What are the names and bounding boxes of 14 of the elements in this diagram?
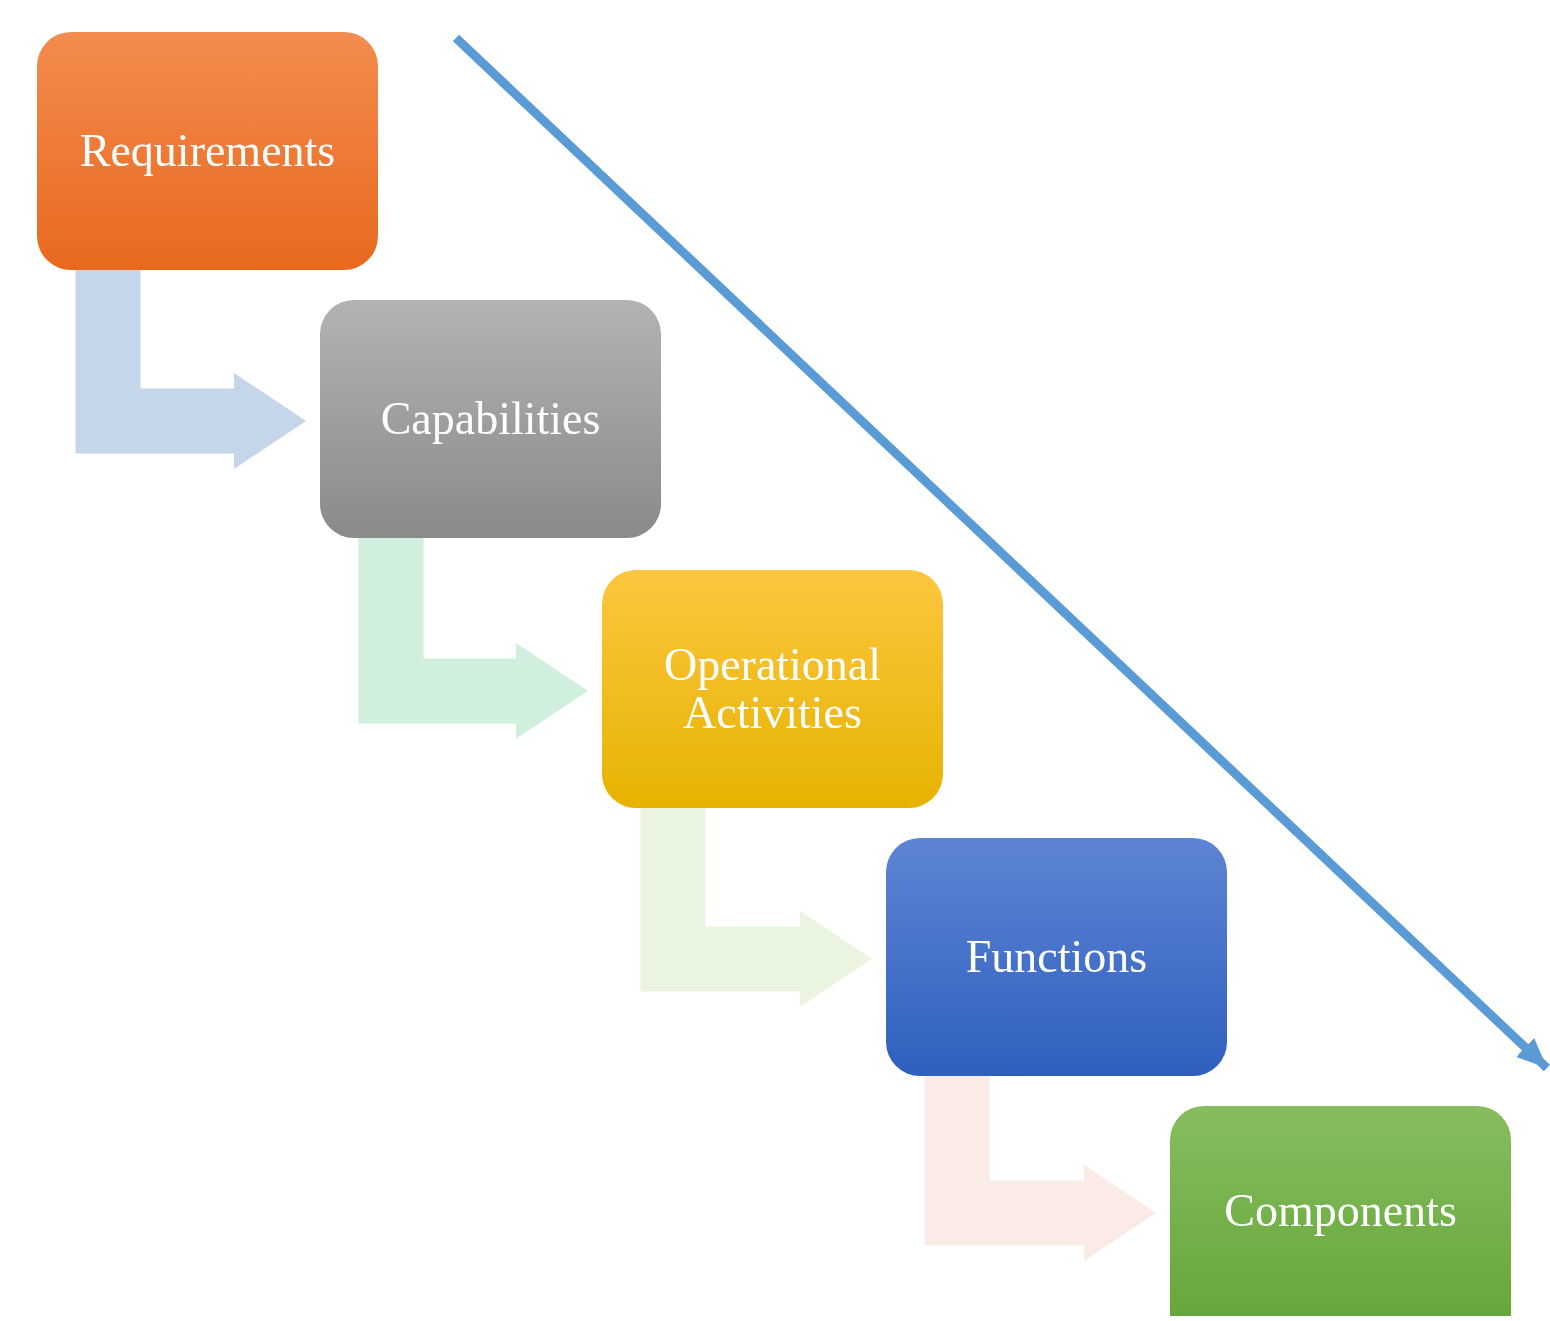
bent-arrow: [924, 1076, 1156, 1261]
box-label: Requirements: [79, 126, 336, 176]
bent-arrow: [75, 270, 306, 469]
process-box: [602, 570, 943, 808]
process-box: [1170, 1106, 1511, 1316]
box-label: Capabilities: [380, 394, 601, 444]
process-box: [37, 32, 378, 270]
box-label: Functions: [965, 932, 1148, 982]
bent-arrow: [358, 538, 588, 739]
box-label: Components: [1224, 1186, 1457, 1236]
box-label: Operational Activities: [662, 640, 883, 738]
bent-arrow: [640, 808, 872, 1007]
process-box: [320, 300, 661, 538]
process-box: [886, 838, 1227, 1076]
